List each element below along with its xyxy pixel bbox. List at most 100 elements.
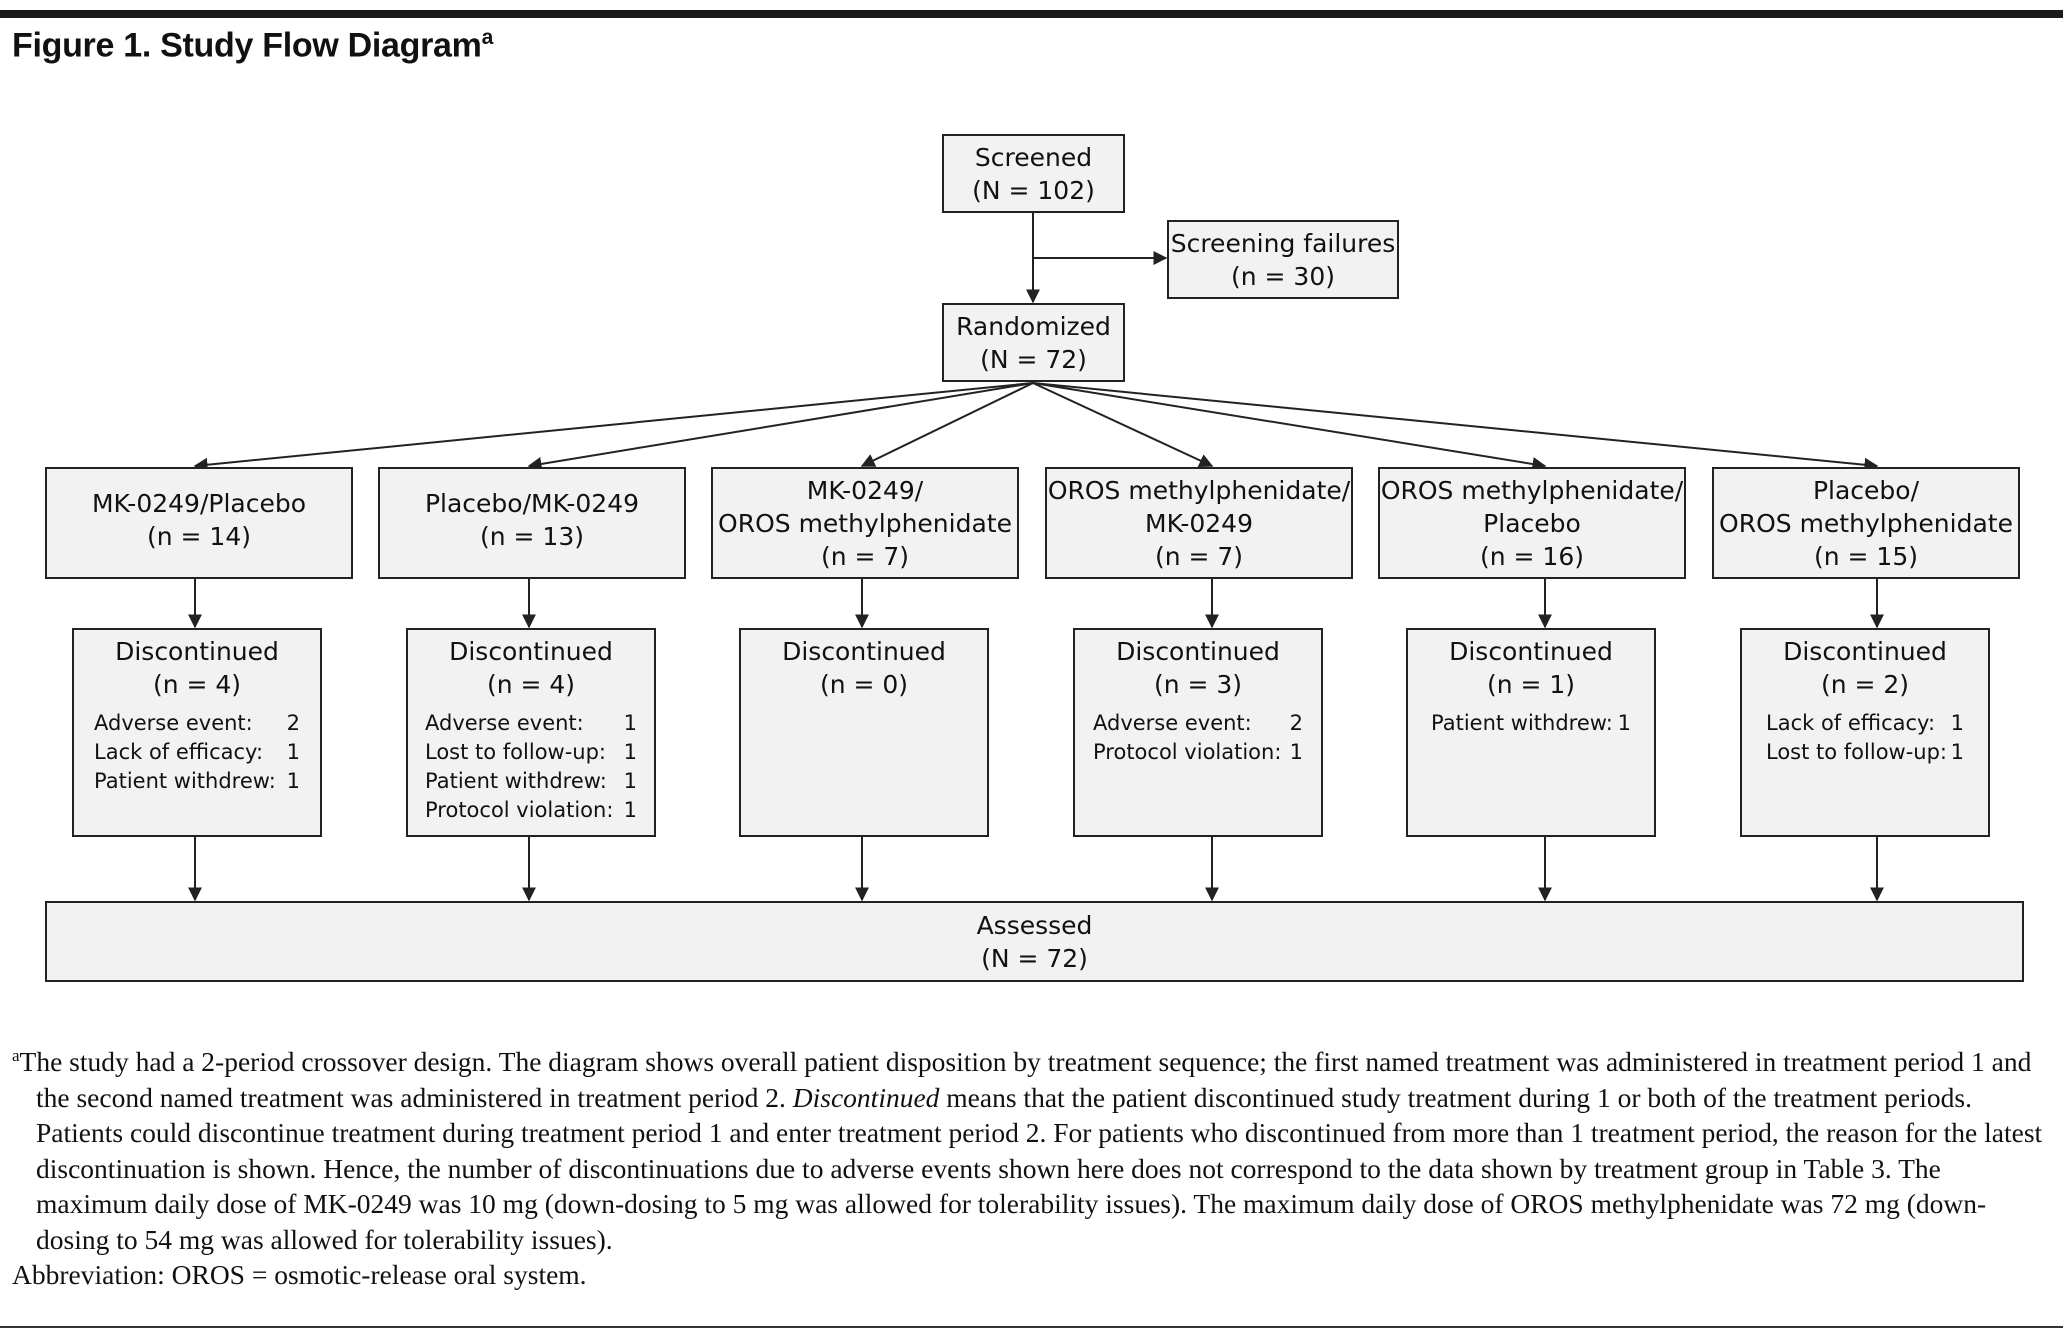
reason-row: Protocol violation: 1 (1093, 738, 1303, 767)
top-rule (0, 10, 2063, 18)
screening-failures-label: Screening failures (1170, 229, 1396, 258)
arm-mk0249-oros-box: MK-0249/OROS methylphenidate (n = 7) (711, 467, 1019, 579)
discontinued-count: (n = 4) (486, 670, 576, 699)
arm-count: (n = 15) (1813, 542, 1918, 571)
arm-name-line: Placebo (1483, 509, 1581, 538)
arm-count: (n = 7) (820, 542, 910, 571)
assessed-box: Assessed (N = 72) (45, 901, 2024, 982)
reason-count: 1 (623, 798, 637, 822)
reason-row: Adverse event:2 (1093, 709, 1303, 738)
discontinuation-reasons: Patient withdrew:1 (1408, 709, 1654, 738)
screened-label: Screened (974, 143, 1093, 172)
randomized-to-arm-arrow-2 (527, 382, 1034, 471)
reason-count: 1 (623, 769, 637, 793)
discontinued-label: Discontinued (1783, 637, 1947, 666)
arm-placebo-oros-box: Placebo/OROS methylphenidate (n = 15) (1712, 467, 2020, 579)
discontinued-count: (n = 4) (152, 670, 242, 699)
assessed-count: (N = 72) (981, 944, 1088, 973)
discontinued-label: Discontinued (782, 637, 946, 666)
reason-label: Protocol violation: (1093, 740, 1282, 764)
arm-oros-mk0249-box: OROS methylphenidate/MK-0249 (n = 7) (1045, 467, 1353, 579)
screening-failures-count: (n = 30) (1230, 262, 1335, 291)
reason-row: Lost to follow-up:1 (1766, 738, 1964, 767)
bottom-rule (0, 1326, 2063, 1328)
reason-label: Lack of efficacy: (1766, 711, 1936, 735)
reason-count: 1 (1289, 740, 1303, 764)
randomized-to-arm-arrow-1 (193, 382, 1034, 472)
reason-label: Protocol violation: (425, 798, 614, 822)
reason-row: Patient withdrew: 1 (94, 767, 300, 796)
reason-row: Patient withdrew:1 (1431, 709, 1631, 738)
reason-row: Adverse event: 2 (94, 709, 300, 738)
discontinued-label: Discontinued (449, 637, 613, 666)
arm-name-line: OROS methylphenidate (718, 509, 1012, 538)
screening-failures-box: Screening failures (n = 30) (1167, 220, 1399, 299)
arm-oros-placebo-discontinued-box: Discontinued (n = 1) Patient withdrew:1 (1406, 628, 1656, 837)
discontinued-label: Discontinued (1116, 637, 1280, 666)
assessed-label: Assessed (976, 911, 1093, 940)
randomized-to-arm-arrow-4 (1032, 382, 1214, 468)
reason-row: Lack of efficacy: 1 (94, 738, 300, 767)
arm-mk0249-oros-discontinued-box: Discontinued (n = 0) (739, 628, 989, 837)
figure-title: Figure 1. Study Flow Diagrama (12, 26, 493, 65)
arm-name-line: Placebo/ (1812, 476, 1920, 505)
reason-row: Lost to follow-up: 1 (425, 738, 637, 767)
reason-count: 1 (286, 769, 300, 793)
reason-label: Patient withdrew: (1431, 711, 1613, 735)
discontinued-label: Discontinued (115, 637, 279, 666)
randomized-to-arm-arrow-3 (860, 382, 1034, 467)
arm-name-line: Placebo/MK-0249 (424, 489, 640, 518)
arm-name-line: OROS methylphenidate (1719, 509, 2013, 538)
reason-count: 1 (623, 740, 637, 764)
reason-label: Patient withdrew: (425, 769, 607, 793)
footnote-text: aThe study had a 2-period crossover desi… (12, 1046, 2043, 1255)
reason-count: 1 (623, 711, 637, 735)
reason-label: Adverse event: (94, 711, 253, 735)
arm-name-line: MK-0249 (1145, 509, 1253, 538)
reason-row: Patient withdrew: 1 (425, 767, 637, 796)
arm-placebo-mk0249-box: Placebo/MK-0249 (n = 13) (378, 467, 686, 579)
footnote: aThe study had a 2-period crossover desi… (12, 1038, 2052, 1293)
discontinued-count: (n = 0) (819, 670, 909, 699)
randomized-box: Randomized (N = 72) (942, 303, 1125, 382)
reason-count: 1 (1950, 740, 1964, 764)
reason-row: Adverse event: 1 (425, 709, 637, 738)
arm-oros-placebo-box: OROS methylphenidate/Placebo(n = 16) (1378, 467, 1686, 579)
randomized-to-arm-arrow-5 (1032, 382, 1547, 471)
randomized-label: Randomized (956, 312, 1111, 341)
reason-label: Adverse event: (425, 711, 584, 735)
reason-row: Lack of efficacy: 1 (1766, 709, 1964, 738)
screened-box: Screened (N = 102) (942, 134, 1125, 213)
arm-count: (n = 7) (1154, 542, 1244, 571)
reason-count: 1 (286, 740, 300, 764)
discontinued-count: (n = 1) (1486, 670, 1576, 699)
reason-label: Patient withdrew: (94, 769, 276, 793)
reason-count: 2 (286, 711, 300, 735)
reason-count: 2 (1289, 711, 1303, 735)
discontinued-label: Discontinued (1449, 637, 1613, 666)
randomized-to-arm-arrow-6 (1032, 382, 1879, 472)
footnote-italic-term: Discontinued (792, 1081, 940, 1113)
randomized-count: (N = 72) (980, 345, 1087, 374)
arm-name-line: OROS methylphenidate/ (1047, 476, 1351, 505)
reason-count: 1 (1617, 711, 1631, 735)
arm-count: (n = 16) (1479, 542, 1584, 571)
reason-label: Lost to follow-up: (1766, 740, 1948, 764)
screened-count: (N = 102) (972, 176, 1095, 205)
reason-label: Lack of efficacy: (94, 740, 264, 764)
reason-label: Lost to follow-up: (425, 740, 607, 764)
arm-count: (n = 13) (479, 522, 584, 551)
reason-count: 1 (1950, 711, 1964, 735)
arm-name-line: MK-0249/ (806, 476, 924, 505)
discontinued-count: (n = 2) (1820, 670, 1910, 699)
arm-name-line: MK-0249/Placebo (91, 489, 307, 518)
